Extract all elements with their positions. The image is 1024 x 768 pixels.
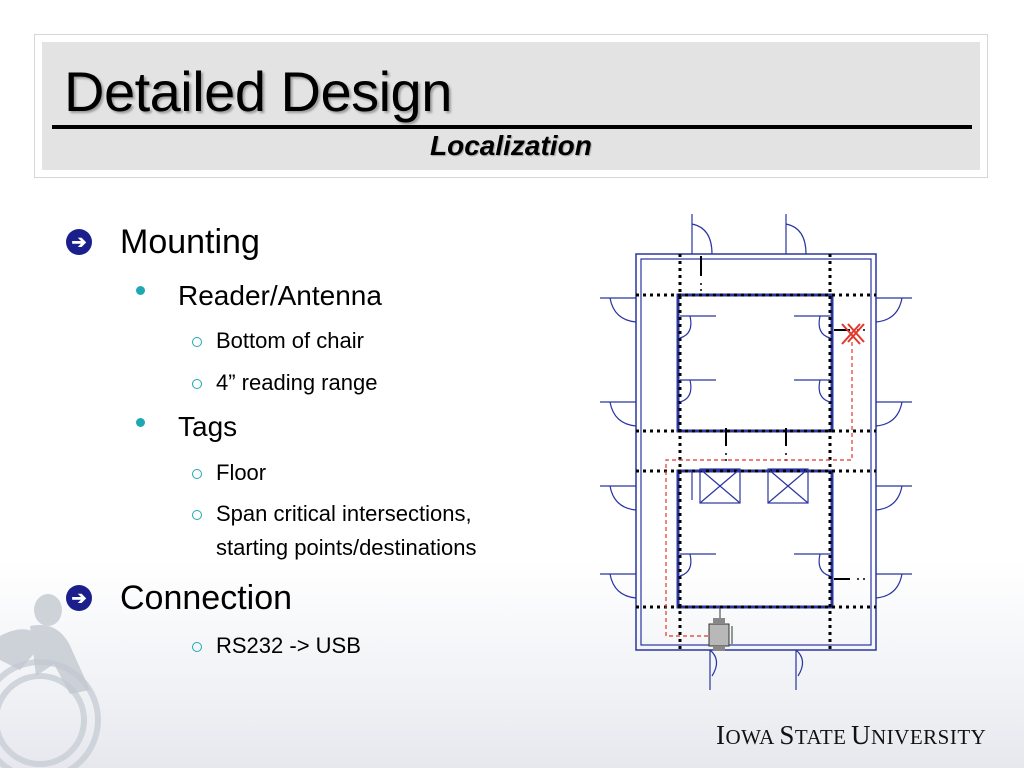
floor-plan-diagram bbox=[600, 214, 912, 690]
ring-icon bbox=[192, 469, 202, 479]
bullet-tags: Tags bbox=[178, 411, 238, 442]
crossed-boxes bbox=[699, 468, 809, 504]
outer-wall bbox=[635, 253, 877, 651]
lower-room bbox=[676, 469, 834, 609]
bullet-rs232-usb: RS232 -> USB bbox=[216, 633, 361, 658]
slide-title: Detailed Design bbox=[64, 60, 452, 123]
ring-icon bbox=[192, 642, 202, 652]
ring-icon bbox=[192, 510, 202, 520]
door-arcs bbox=[600, 214, 912, 690]
bullet-mounting: Mounting bbox=[120, 223, 260, 261]
ring-icon bbox=[192, 379, 202, 389]
circled-right-arrow-icon: ➔ bbox=[66, 585, 92, 611]
destination-x-icon bbox=[841, 323, 865, 345]
title-box bbox=[42, 42, 980, 170]
tag-lines bbox=[636, 254, 876, 650]
circled-right-arrow-icon: ➔ bbox=[66, 229, 92, 255]
bullet-connection: Connection bbox=[120, 579, 293, 617]
bullet-span-intersections: Span critical intersections, bbox=[216, 501, 472, 526]
reader-device-icon bbox=[708, 608, 733, 651]
tag-markers bbox=[700, 256, 850, 580]
wheelchair-watermark-icon bbox=[0, 594, 101, 768]
upper-room bbox=[676, 293, 834, 433]
ring-icon bbox=[192, 337, 202, 347]
bullet-floor: Floor bbox=[216, 460, 267, 485]
bullet-bottom-of-chair: Bottom of chair bbox=[216, 328, 364, 353]
bullet-reading-range: 4” reading range bbox=[216, 370, 378, 395]
bullet-reader-antenna: Reader/Antenna bbox=[178, 280, 382, 311]
bullet-span-intersections-cont: starting points/destinations bbox=[216, 535, 477, 560]
iowa-state-university-logo: IOWA STATE UNIVERSITY bbox=[716, 720, 987, 750]
background-gradient bbox=[0, 560, 1024, 768]
outer-wall-inner bbox=[640, 258, 872, 646]
title-underline bbox=[52, 125, 972, 129]
dot-icon bbox=[136, 286, 145, 295]
slide-subtitle: Localization bbox=[430, 130, 592, 161]
dot-icon bbox=[136, 418, 145, 427]
route-path bbox=[665, 332, 853, 637]
